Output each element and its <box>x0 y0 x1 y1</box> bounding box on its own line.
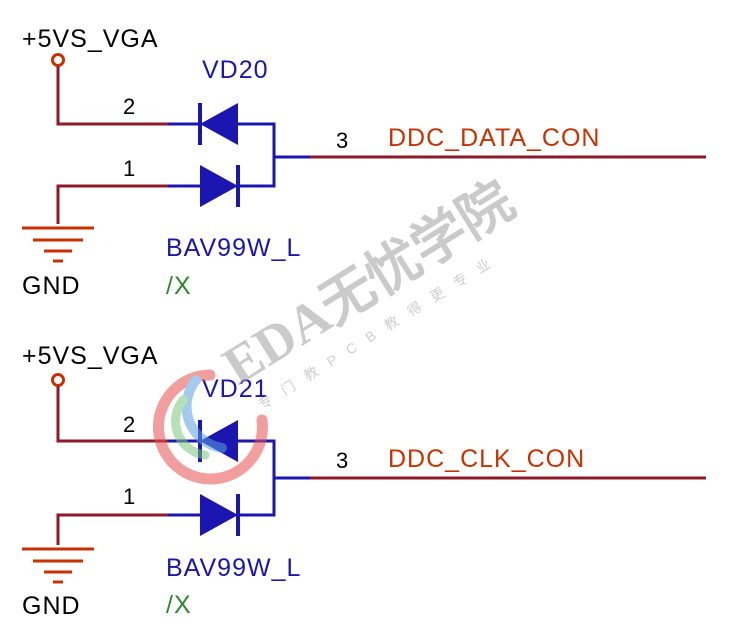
part-value: BAV99W_L <box>166 234 301 262</box>
gnd-label: GND <box>22 592 81 620</box>
net-label: DDC_DATA_CON <box>388 124 601 152</box>
watermark-logo-icon <box>153 369 268 485</box>
diode-upper-symbol <box>200 420 238 462</box>
power-label: +5VS_VGA <box>22 25 159 53</box>
gnd-symbol <box>22 547 94 584</box>
gnd-symbol <box>22 226 94 263</box>
circuit-vd20: +5VS_VGA 2 VD20 3 DDC_DATA_CON 1 GND BAV… <box>22 25 706 300</box>
diode-lower-symbol <box>200 165 238 207</box>
ref-designator: VD21 <box>202 375 269 403</box>
watermark-title: EDA无忧学院 <box>213 170 525 396</box>
pin-number-2: 2 <box>123 412 136 437</box>
circuit-vd21: +5VS_VGA 2 VD21 3 DDC_CLK_CON 1 GND BAV9… <box>22 342 706 620</box>
pin-number-3: 3 <box>336 128 349 153</box>
wire-power-to-pin2 <box>56 66 168 126</box>
pin-number-1: 1 <box>123 156 136 181</box>
pin-number-1: 1 <box>123 484 136 509</box>
power-port-symbol <box>51 53 65 67</box>
net-label: DDC_CLK_CON <box>388 445 585 473</box>
diode-upper-symbol <box>200 103 238 145</box>
part-suffix: /X <box>166 272 192 300</box>
wire-pin1-to-gnd <box>56 513 168 545</box>
part-suffix: /X <box>166 591 192 619</box>
gnd-label: GND <box>22 272 81 300</box>
pin-number-2: 2 <box>123 94 136 119</box>
pin-number-3: 3 <box>336 448 349 473</box>
wire-pin1-to-gnd <box>56 184 168 224</box>
watermark: EDA无忧学院 专门教PCB教得更专业 <box>153 170 525 485</box>
diode-junction-wire <box>238 122 276 188</box>
wire-power-to-pin2 <box>56 386 168 443</box>
diode-lower-symbol <box>200 494 238 536</box>
power-port-symbol <box>51 373 65 387</box>
ref-designator: VD20 <box>202 56 269 84</box>
power-label: +5VS_VGA <box>22 342 159 370</box>
part-value: BAV99W_L <box>166 554 301 582</box>
